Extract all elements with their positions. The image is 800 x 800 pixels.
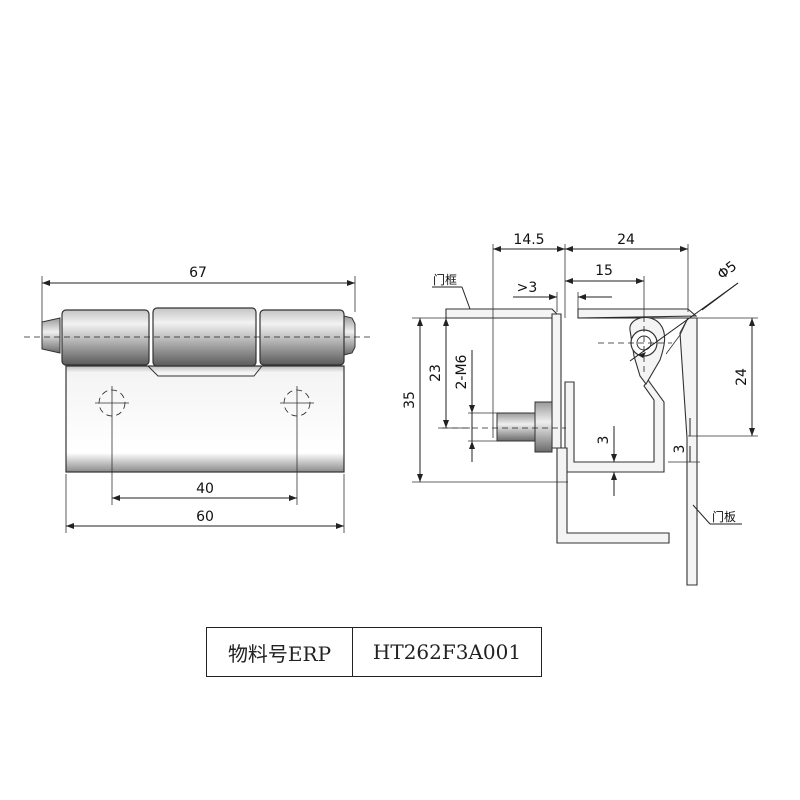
pin-tip-left: [41, 317, 61, 354]
dim-23: 23: [428, 318, 470, 429]
knuckle-right: [259, 309, 345, 366]
frame-bracket-lower: [556, 447, 670, 544]
hinge-leaf-plate: [65, 365, 345, 473]
front-view: 67 40: [24, 265, 372, 533]
mount-hole-right: [280, 386, 314, 420]
dim-40: 40: [111, 420, 298, 505]
label-door-frame: 门框: [432, 272, 471, 310]
knuckle-left: [61, 309, 150, 366]
pin-tip-right: [343, 315, 356, 356]
dim-screw-spec-label: 2-M6: [454, 354, 470, 389]
dim-14-5: 14.5: [492, 232, 566, 438]
dim-60: 60: [65, 474, 345, 533]
label-door-panel: 门板: [692, 504, 742, 525]
dim-35: 35: [402, 317, 568, 483]
dim-pin-position-label: 15: [595, 263, 613, 279]
dim-offset-label: 14.5: [513, 232, 544, 248]
dim-24-top: 24: [565, 232, 689, 312]
erp-value-cell: HT262F3A001: [372, 640, 522, 664]
hinge-leaf-bracket: [564, 379, 665, 473]
dim-hole-spacing-label: 40: [196, 481, 214, 497]
dim-screw-height-label: 23: [428, 364, 444, 382]
dim-24-right: 24: [688, 317, 758, 437]
dim-clearance-label: >3: [517, 280, 538, 296]
dim-pin-diameter-label: Φ5: [715, 258, 741, 283]
dim-gap-label: 3: [596, 436, 612, 445]
erp-key-cell: 物料号ERP: [207, 628, 353, 676]
door-frame-label: 门框: [433, 272, 457, 287]
door-frame-strip: [445, 308, 558, 319]
dim-thickness-label: 3: [672, 445, 688, 454]
door-panel-label: 门板: [712, 509, 736, 524]
hinge-knuckle-side: [629, 316, 666, 385]
dim-plate-width-label: 60: [196, 509, 214, 525]
erp-table: 物料号ERP HT262F3A001: [206, 627, 542, 677]
side-view: 14.5 24 15 >3: [402, 232, 758, 586]
dim-leaf-width-label: 24: [617, 232, 635, 248]
dim-3-gap: 3: [596, 426, 617, 496]
dim-right-height-label: 24: [734, 368, 750, 386]
dim-15: 15: [565, 263, 645, 316]
dim-clearance: >3: [513, 280, 612, 312]
dim-overall-width-label: 67: [189, 265, 207, 281]
mount-hole-left: [95, 386, 129, 420]
screw-stud: [496, 401, 553, 453]
dim-total-height-label: 35: [402, 391, 418, 409]
dim-screw-spec: 2-M6: [454, 350, 497, 462]
dim-3-thickness: 3: [668, 418, 700, 463]
dim-67: 67: [41, 265, 356, 325]
